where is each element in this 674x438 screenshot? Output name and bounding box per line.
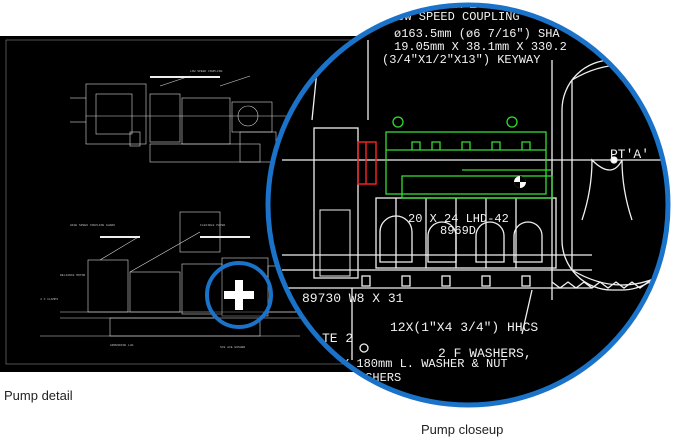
svg-text:SCE ACE WASHER: SCE ACE WASHER (220, 346, 245, 349)
svg-text:4 X CLAMPS: 4 X CLAMPS (40, 298, 58, 301)
closeup-label-point: PT'A' (610, 147, 649, 162)
plus-icon (205, 261, 273, 329)
closeup-label-dims1: ø163.5mm (ø6 7/16") SHA (394, 27, 560, 41)
closeup-label-washers: 2 F WASHERS, (438, 346, 532, 361)
caption-pump-detail: Pump detail (4, 388, 73, 403)
svg-text:GROUNDING LUG: GROUNDING LUG (110, 344, 134, 347)
svg-text:RELIANCE MOTOR: RELIANCE MOTOR (60, 274, 85, 277)
caption-pump-closeup: Pump closeup (421, 422, 504, 437)
closeup-label-washer-nut: X 180mm L. WASHER & NUT (342, 357, 508, 371)
closeup-label-plate: TE 2 (322, 331, 353, 346)
closeup-label-coupling: LOW SPEED COUPLING (390, 10, 520, 24)
svg-text:LOW SPEED COUPLING: LOW SPEED COUPLING (190, 70, 223, 73)
pump-closeup-magnifier: R ZAPEX Z LOW SPEED COUPLING ø163.5mm (ø… (262, 0, 674, 410)
magnifier-ring (265, 2, 671, 408)
closeup-label-model: 20 X 24 LHD-42 (408, 212, 509, 226)
svg-text:HIGH SPEED COUPLING GUARD: HIGH SPEED COUPLING GUARD (70, 224, 115, 227)
svg-text:FLEXIBLE PAPER: FLEXIBLE PAPER (200, 224, 225, 227)
closeup-label-beam: 89730 W8 X 31 (302, 291, 404, 306)
zoom-lens-button[interactable] (204, 260, 274, 330)
closeup-label-serial: 8969D (440, 224, 476, 238)
closeup-label-hhcs: 12X(1"X4 3/4") HHCS (390, 320, 538, 335)
closeup-label-keyway: (3/4"X1/2"X13") KEYWAY (382, 53, 540, 67)
closeup-label-dims2: 19.05mm X 38.1mm X 330.2 (394, 40, 567, 54)
